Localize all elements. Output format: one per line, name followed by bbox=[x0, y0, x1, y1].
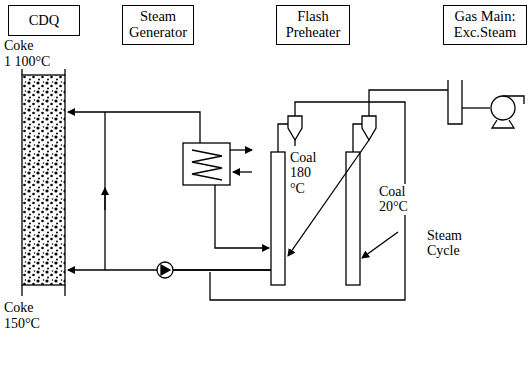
process-label: Coal 20°C bbox=[378, 184, 416, 215]
cdq-chamber bbox=[22, 75, 65, 285]
coal-transfer bbox=[288, 140, 369, 256]
heating-coil bbox=[192, 150, 222, 180]
return-gas-pipe bbox=[173, 269, 271, 270]
riser bbox=[353, 124, 362, 152]
box-title: Flash Preheater bbox=[286, 8, 341, 40]
circulation-fan bbox=[157, 262, 173, 278]
cyclone bbox=[362, 116, 376, 140]
process-label: Coal 180 °C bbox=[289, 150, 326, 196]
process-label: Coke bbox=[3, 38, 75, 53]
duct bbox=[462, 107, 490, 108]
hot-gas-pipe bbox=[68, 112, 200, 143]
exhauster bbox=[491, 96, 515, 120]
header-box: Flash Preheater bbox=[276, 5, 350, 45]
bypass-pipe bbox=[104, 112, 105, 270]
box-title: Steam Generator bbox=[129, 8, 187, 40]
coke-outlet bbox=[22, 285, 65, 296]
coal-feed bbox=[362, 232, 398, 258]
riser bbox=[278, 124, 288, 152]
box-title: CDQ bbox=[29, 12, 60, 28]
flow-arrow bbox=[104, 188, 105, 210]
process-label: 150°C bbox=[3, 316, 75, 331]
preheater-column bbox=[346, 152, 360, 285]
preheater-column bbox=[271, 152, 285, 285]
box-title: Gas Main: Exc.Steam bbox=[454, 8, 516, 40]
gas-main-pipe bbox=[369, 90, 448, 116]
process-label: Coke bbox=[3, 300, 75, 315]
cyclone bbox=[288, 116, 302, 140]
steam-generator-symbol bbox=[183, 143, 230, 185]
fan-symbol bbox=[161, 265, 170, 275]
water-in bbox=[233, 171, 252, 172]
gas-to-preheater bbox=[215, 185, 269, 248]
exhauster-base bbox=[492, 120, 514, 128]
header-box: CDQ bbox=[8, 5, 80, 36]
process-label: Steam Cycle bbox=[426, 228, 474, 259]
gas-main-stack bbox=[448, 80, 462, 124]
header-box: Steam Generator bbox=[122, 5, 194, 45]
exhauster-outlet bbox=[503, 96, 524, 104]
process-label: 1 100°C bbox=[3, 54, 75, 69]
header-box: Gas Main: Exc.Steam bbox=[443, 5, 527, 45]
steam-out bbox=[230, 149, 252, 150]
cyclone-outlet bbox=[294, 140, 295, 146]
